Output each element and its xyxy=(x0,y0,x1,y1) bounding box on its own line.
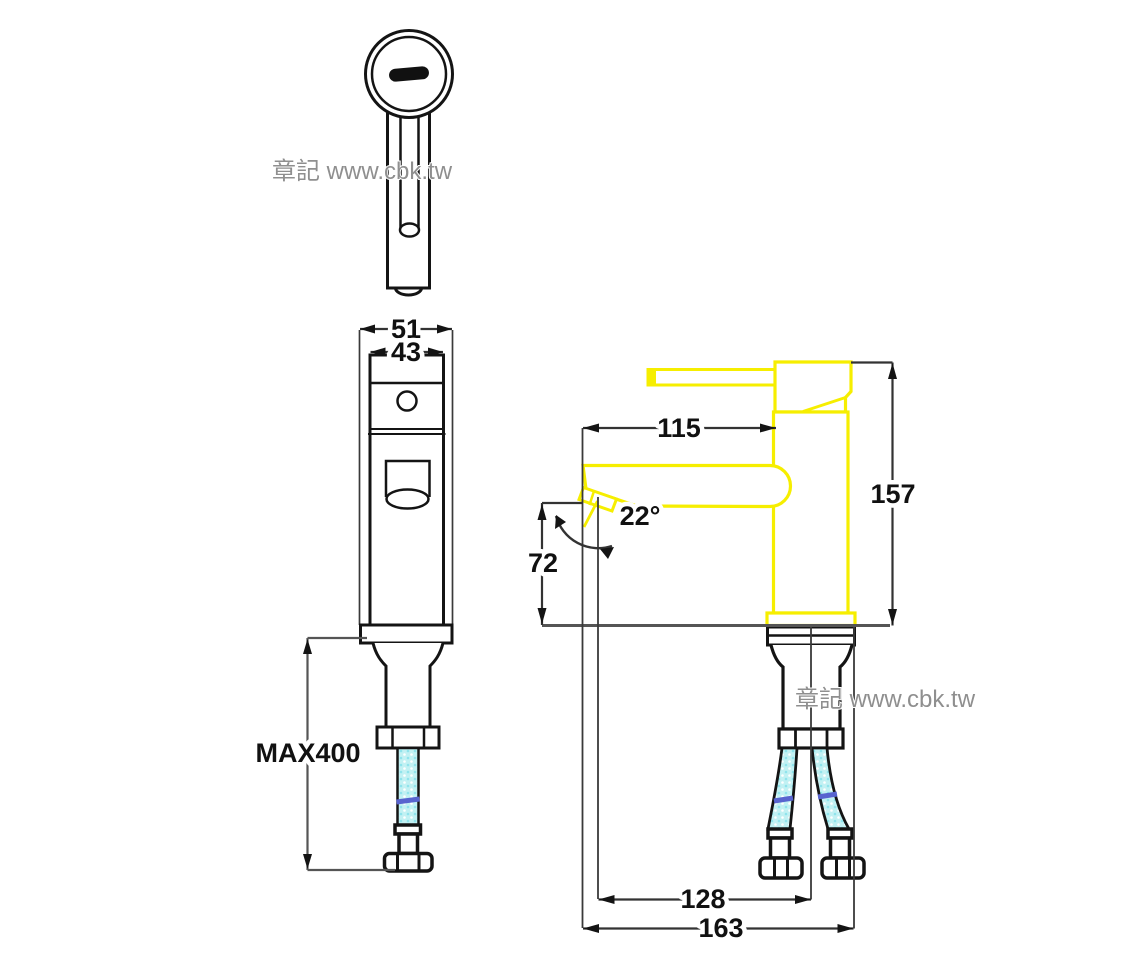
dimension-max400: MAX400 xyxy=(251,636,395,872)
hose-right-hex-nut xyxy=(820,856,866,880)
side-dimensions: 115 157 72 22° xyxy=(523,361,920,948)
dimension-51-label: 51 xyxy=(391,314,421,344)
front-hose-band xyxy=(396,796,420,805)
spray-angle-leg xyxy=(582,500,599,528)
dimension-72: 72 xyxy=(523,501,583,625)
front-mounting-nut xyxy=(375,725,441,750)
dimension-angle-label: 22° xyxy=(620,501,661,531)
dimension-43-label: 43 xyxy=(391,337,421,367)
spout-window xyxy=(384,459,431,497)
hose-left-band xyxy=(773,795,794,804)
dimension-115: 115 xyxy=(583,409,776,448)
hose-right xyxy=(810,746,852,831)
side-view-highlighted xyxy=(577,360,857,628)
front-base-plate xyxy=(359,623,454,645)
lever-ridge-end xyxy=(398,222,421,238)
side-lever xyxy=(646,368,777,387)
hose-left-hex-nut xyxy=(758,856,804,880)
side-spout xyxy=(581,463,793,509)
hose-right-band xyxy=(817,791,838,800)
front-hose xyxy=(396,746,420,827)
front-hose-hex-nut xyxy=(382,851,434,873)
side-handle-housing-seam xyxy=(802,396,846,413)
dimension-max400-label: MAX400 xyxy=(255,738,360,768)
side-handle-housing xyxy=(773,360,853,414)
aerator-tip-seam xyxy=(588,490,596,506)
front-shank xyxy=(371,642,445,729)
dimension-128: 128 xyxy=(598,880,811,919)
handle-pin-hole xyxy=(396,390,418,412)
top-view-handle xyxy=(364,29,454,297)
side-body xyxy=(771,410,850,615)
front-hose-neck xyxy=(397,832,420,856)
dimension-128-label: 128 xyxy=(680,884,725,914)
dimension-72-label: 72 xyxy=(528,548,558,578)
front-view: MAX400 51 43 xyxy=(251,310,454,873)
watermark-left: 章記 www.cbk.tw xyxy=(272,158,453,185)
dimension-157-label: 157 xyxy=(870,479,915,509)
dimension-51: 51 xyxy=(360,310,452,349)
watermark-right: 章記 www.cbk.tw xyxy=(795,686,976,713)
dimension-43: 43 xyxy=(370,333,443,372)
side-base-plate xyxy=(765,611,857,628)
dimension-163: 163 xyxy=(583,909,854,948)
handle-cap-inner xyxy=(370,35,448,113)
hose-right-neck xyxy=(828,836,852,860)
handle-slot xyxy=(389,66,429,82)
dimension-angle-22: 22° xyxy=(554,497,665,559)
hose-left xyxy=(766,746,799,831)
side-lever-end-cap xyxy=(648,369,656,385)
spout-outlet-front xyxy=(385,488,430,510)
hose-left-neck xyxy=(768,836,792,860)
lever-shaft xyxy=(386,93,431,290)
dimension-163-label: 163 xyxy=(698,913,743,943)
dimension-115-label: 115 xyxy=(657,413,701,443)
dimension-157: 157 xyxy=(851,361,920,626)
side-view-underdeck xyxy=(758,625,866,880)
